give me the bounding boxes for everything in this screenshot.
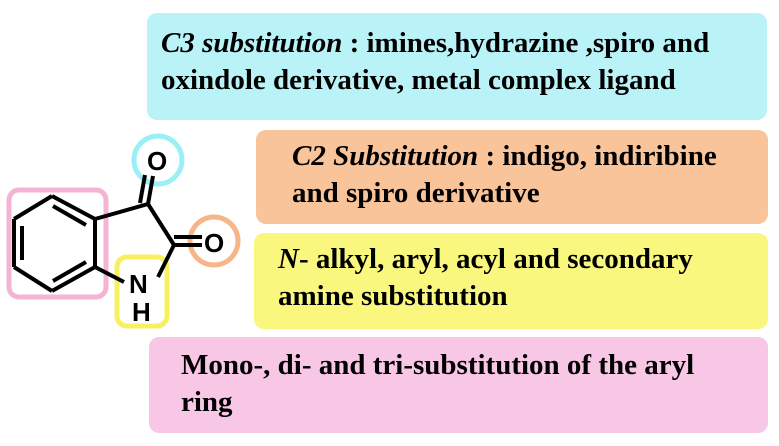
- oxygen-c2-label: O: [204, 228, 224, 258]
- isatin-structure: O O N H: [6, 133, 241, 329]
- aryl-text-line1: Mono-, di- and tri-substitution of the a…: [181, 349, 695, 381]
- c3-highlight-ring: [131, 133, 185, 187]
- aryl-text-line2: ring: [181, 386, 233, 418]
- n-text-line1: - alkyl, aryl, acyl and secondary: [298, 243, 693, 275]
- c2-text-line2: and spiro derivative: [292, 177, 540, 209]
- aryl-highlight-box: [6, 187, 109, 300]
- c3-substitution-box: C3 substitution : imines,hydrazine ,spir…: [147, 13, 767, 120]
- n-substitution-box: N- alkyl, aryl, acyl and secondary amine…: [254, 233, 768, 329]
- c3-text-line2: oxindole derivative, metal complex ligan…: [161, 64, 676, 96]
- c2-substitution-box: C2 Substitution : indigo, indiribine and…: [256, 130, 768, 224]
- c2-highlight-ring: [187, 214, 241, 268]
- c3-text-line1: : imines,hydrazine ,spiro and: [342, 27, 710, 59]
- oxygen-c3-label: O: [147, 146, 167, 176]
- c3-label: C3 substitution: [161, 27, 343, 59]
- n-highlight-box: [114, 254, 170, 329]
- n-text-line2: amine substitution: [278, 280, 508, 312]
- nitrogen-label: N: [129, 269, 148, 299]
- benzene-ring-bonds: [12, 174, 202, 293]
- c2-text-line1: : indigo, indiribine: [478, 140, 717, 172]
- aryl-substitution-box: Mono-, di- and tri-substitution of the a…: [149, 337, 768, 433]
- n-label: N: [278, 243, 299, 275]
- hydrogen-label: H: [132, 297, 151, 327]
- c2-label: C2 Substitution: [292, 140, 479, 172]
